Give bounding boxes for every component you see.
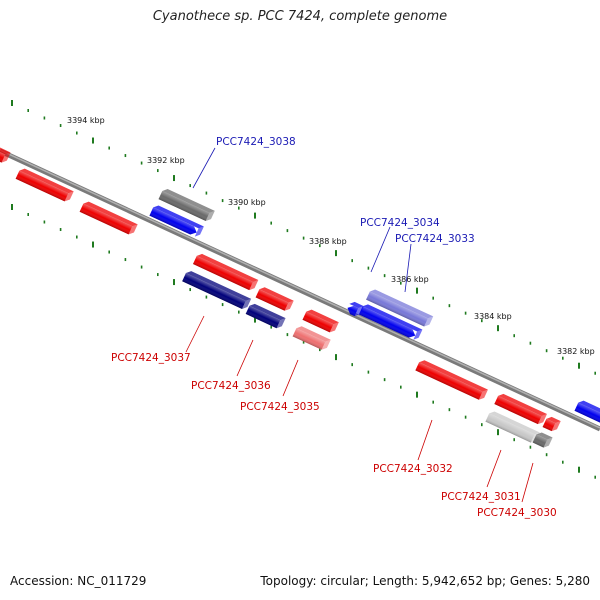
scale-label-3390: 3390 kbp [228,198,266,207]
gene-label-3036[interactable]: PCC7424_3036 [191,380,271,392]
gene-3036-red[interactable] [255,286,294,313]
callout-line-3036 [236,339,254,377]
gene-label-3031[interactable]: PCC7424_3031 [441,491,521,503]
genome-backbone-highlight [0,149,600,429]
gene-label-3033[interactable]: PCC7424_3033 [395,233,475,245]
callout-line-3034 [370,226,391,273]
callout-line-3030 [521,462,534,503]
gene-3034[interactable] [366,288,434,328]
gene-3032[interactable] [415,359,488,402]
scale-ticks [11,100,597,479]
callout-line-3038 [192,147,216,189]
gene-label-3032[interactable]: PCC7424_3032 [373,463,453,475]
callout-line-3033 [404,243,412,293]
scale-label-3388: 3388 kbp [309,237,347,246]
callout-line-3031 [486,449,502,488]
gene-features [0,146,600,450]
map-title: Cyanothece sp. PCC 7424, complete genome [152,9,448,24]
gene-small-blue[interactable] [346,300,364,318]
gene-label-3035[interactable]: PCC7424_3035 [240,401,320,413]
gene-label-3038[interactable]: PCC7424_3038 [216,136,296,148]
callout-lines [185,147,534,503]
gene-red-4[interactable] [302,308,339,334]
callout-line-3037 [185,315,205,353]
gene-red-3[interactable] [192,252,259,292]
gene-3038-gray[interactable] [158,187,215,222]
gene-3030-gray[interactable] [532,431,553,450]
gene-label-3030[interactable]: PCC7424_3030 [477,507,557,519]
gene-3036-navy[interactable] [245,302,286,330]
gene-right-blue[interactable] [574,399,600,425]
gene-red-2[interactable] [79,200,138,236]
scale-label-3386: 3386 kbp [391,275,429,284]
scale-label-3392: 3392 kbp [147,156,185,165]
genome-stats-text: Topology: circular; Length: 5,942,652 bp… [260,574,590,588]
scale-label-3382: 3382 kbp [557,347,595,356]
scale-label-3384: 3384 kbp [474,312,512,321]
callout-line-3035 [282,359,299,397]
gene-3030-red[interactable] [542,415,561,433]
gene-red-1[interactable] [15,167,74,203]
gene-3031-red[interactable] [494,392,547,426]
genome-backbone [0,148,600,432]
gene-3038-blue[interactable] [149,204,204,238]
gene-label-3037[interactable]: PCC7424_3037 [111,352,191,364]
gene-3035[interactable] [292,325,331,352]
gene-left-edge[interactable] [0,146,11,165]
gene-3033[interactable] [358,303,423,342]
gene-3037[interactable] [182,269,252,310]
accession-text: Accession: NC_011729 [10,574,147,588]
gene-label-3034[interactable]: PCC7424_3034 [360,217,440,229]
callout-line-3032 [417,419,433,461]
scale-label-3394: 3394 kbp [67,116,105,125]
